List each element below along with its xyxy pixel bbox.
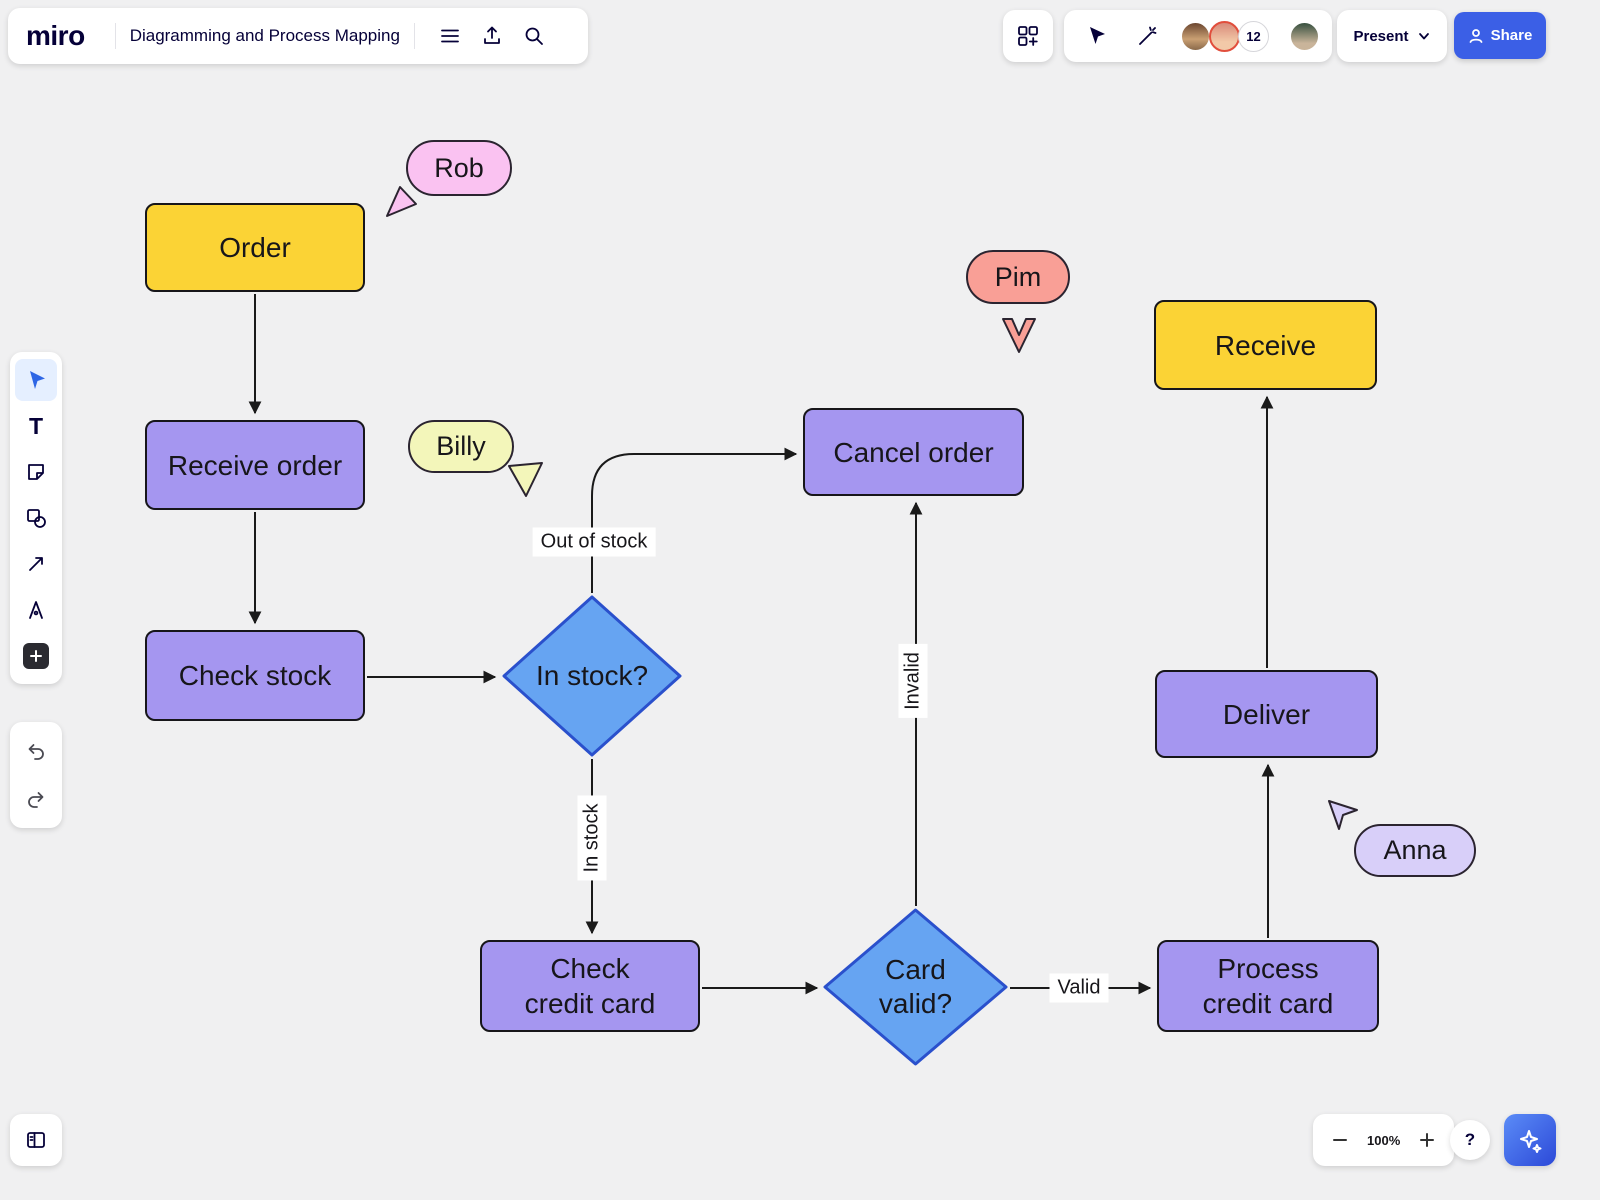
share-label: Share — [1490, 27, 1533, 44]
avatar[interactable] — [1289, 20, 1320, 52]
zoom-in-button[interactable] — [1416, 1129, 1438, 1151]
question-mark-icon: ? — [1464, 1130, 1476, 1149]
flow-node-receive-order[interactable]: Receive order — [145, 420, 365, 510]
flow-node-check-credit-card[interactable]: Check credit card — [480, 940, 700, 1032]
plus-icon — [1420, 1133, 1435, 1147]
undo-redo-bar — [10, 722, 62, 828]
follow-cursor-button[interactable] — [1076, 15, 1118, 57]
divider — [413, 23, 415, 49]
search-icon — [525, 27, 543, 45]
edge-label-invalid[interactable]: Invalid — [898, 644, 928, 718]
apps-grid-icon — [1018, 26, 1038, 46]
hamburger-icon — [441, 29, 459, 43]
person-icon — [1469, 28, 1483, 43]
cursor-pointer-icon — [508, 462, 543, 497]
zoom-controls: 100% — [1313, 1114, 1455, 1166]
collaborator-name-billy: Billy — [408, 420, 514, 473]
text-tool[interactable]: T — [15, 405, 57, 447]
diamond-label: Card valid? — [878, 954, 953, 1019]
avatar[interactable] — [1180, 20, 1211, 52]
chevron-down-icon — [1418, 33, 1429, 40]
flow-node-receive[interactable]: Receive — [1154, 300, 1377, 390]
edge-instock-cancelorder — [591, 447, 798, 593]
shapes-tool[interactable] — [15, 497, 57, 539]
collaborator-name-rob: Rob — [406, 140, 512, 196]
collaborator-name-anna: Anna — [1354, 824, 1476, 877]
sidebar-panel-icon — [27, 1132, 45, 1148]
flow-node-cancel-order[interactable]: Cancel order — [803, 408, 1024, 496]
pen-tool[interactable] — [15, 589, 57, 631]
text-tool-icon: T — [28, 412, 44, 439]
flow-node-process-credit-card[interactable]: Process credit card — [1157, 940, 1379, 1032]
plus-icon — [23, 643, 49, 669]
cursor-arrow-icon — [1090, 27, 1105, 44]
laser-pointer-icon — [1139, 26, 1157, 45]
sticky-note-tool[interactable] — [15, 451, 57, 493]
sticky-note-icon — [28, 464, 44, 480]
edge-label-out-of-stock[interactable]: Out of stock — [532, 527, 656, 557]
flow-node-deliver[interactable]: Deliver — [1155, 670, 1378, 758]
main-menu-button[interactable] — [429, 15, 471, 57]
flow-node-order[interactable]: Order — [145, 203, 365, 292]
participant-count-badge[interactable]: 12 — [1238, 20, 1269, 52]
select-cursor-icon — [30, 371, 45, 389]
undo-icon — [28, 744, 44, 760]
diamond-label: In stock? — [535, 660, 649, 692]
zoom-level[interactable]: 100% — [1367, 1132, 1401, 1148]
select-tool[interactable] — [15, 359, 57, 401]
creation-toolbar: T — [10, 352, 62, 684]
edge-label-in-stock[interactable]: In stock — [577, 795, 607, 881]
collaboration-bar: 12 — [1064, 10, 1332, 62]
diamond-shape — [823, 908, 1008, 1066]
top-toolbar: miro Diagramming and Process Mapping — [8, 8, 588, 64]
ai-assist-button[interactable] — [1504, 1114, 1556, 1166]
export-button[interactable] — [471, 15, 513, 57]
help-button[interactable]: ? — [1450, 1120, 1490, 1160]
miro-logo[interactable]: miro — [26, 20, 85, 51]
search-button[interactable] — [513, 15, 555, 57]
cursor-pointer-icon — [1002, 318, 1036, 353]
pen-icon — [29, 601, 43, 619]
present-dropdown[interactable]: Present — [1337, 10, 1447, 62]
avatar[interactable] — [1209, 20, 1240, 52]
arrow-icon — [29, 557, 43, 571]
shapes-icon — [27, 509, 46, 528]
redo-icon — [28, 792, 44, 808]
flow-node-card-valid[interactable]: Card valid? — [823, 908, 1008, 1066]
cursor-pointer-icon — [386, 186, 417, 217]
apps-button[interactable] — [1003, 10, 1053, 62]
present-label: Present — [1353, 27, 1409, 45]
cursor-pointer-icon — [1328, 800, 1358, 830]
sparkle-icon — [1520, 1130, 1542, 1153]
more-tools-button[interactable] — [15, 635, 57, 677]
edge-label-valid[interactable]: Valid — [1049, 973, 1109, 1003]
export-icon — [484, 26, 500, 44]
share-button[interactable]: Share — [1454, 12, 1546, 59]
redo-button[interactable] — [15, 778, 57, 820]
flow-node-check-stock[interactable]: Check stock — [145, 630, 365, 721]
frames-panel-toggle[interactable] — [10, 1114, 62, 1166]
undo-button[interactable] — [15, 730, 57, 772]
divider — [114, 23, 116, 49]
collaborator-name-pim: Pim — [966, 250, 1070, 304]
zoom-out-button[interactable] — [1329, 1129, 1351, 1151]
diamond-shape — [502, 595, 682, 757]
board-title[interactable]: Diagramming and Process Mapping — [129, 26, 400, 45]
flow-node-in-stock[interactable]: In stock? — [502, 595, 682, 757]
connector-tool[interactable] — [15, 543, 57, 585]
laser-pointer-button[interactable] — [1126, 15, 1168, 57]
minus-icon — [1333, 1139, 1347, 1141]
